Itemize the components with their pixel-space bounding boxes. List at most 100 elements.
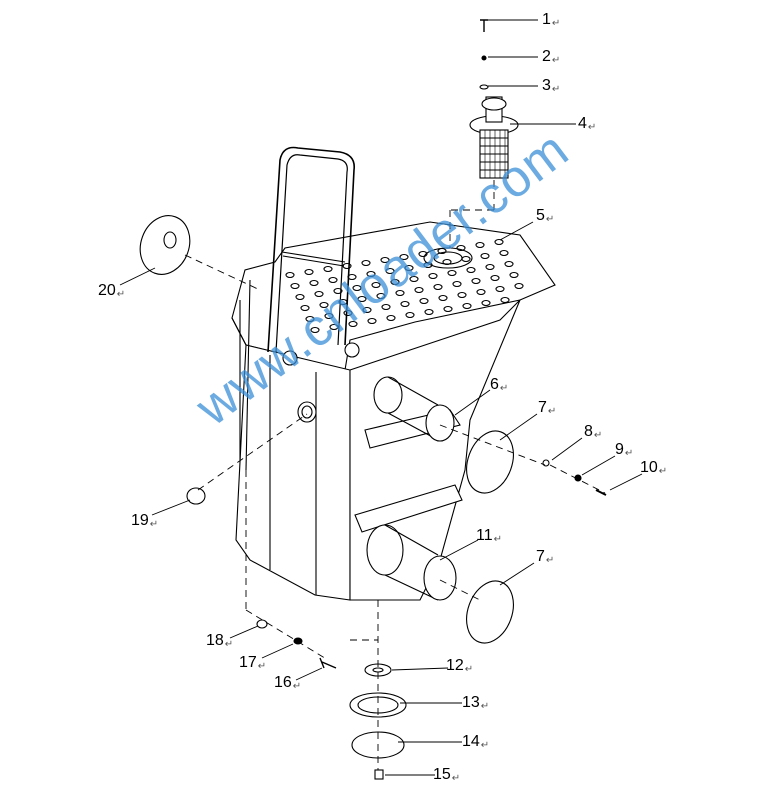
plate-hole	[381, 303, 391, 311]
plate-hole	[437, 247, 447, 255]
plate-hole	[367, 317, 377, 325]
return-mark-icon: ↵	[464, 664, 474, 675]
plate-hole	[390, 278, 400, 286]
plate-hole	[495, 285, 505, 293]
plate-hole	[290, 282, 300, 290]
callout-label: 17↵	[239, 655, 266, 675]
return-mark-icon: ↵	[551, 55, 561, 66]
plate-hole	[471, 277, 481, 285]
plate-hole	[323, 265, 333, 273]
plate-hole	[466, 266, 476, 274]
plate-hole	[405, 311, 415, 319]
callout-label: 3↵	[542, 78, 560, 98]
callout-label: 7↵	[536, 549, 554, 569]
callout-number: 12	[446, 657, 464, 674]
callout-number: 9	[615, 441, 624, 458]
callout-label: 18↵	[206, 633, 233, 653]
callout-number: 10	[640, 459, 658, 476]
plate-hole	[333, 287, 343, 295]
plate-hole	[399, 253, 409, 261]
plate-hole	[295, 293, 305, 301]
return-mark-icon: ↵	[547, 406, 557, 417]
return-mark-icon: ↵	[658, 466, 668, 477]
return-mark-icon: ↵	[624, 448, 634, 459]
callout-number: 8	[584, 423, 593, 440]
plate-hole	[395, 289, 405, 297]
plate-hole	[404, 264, 414, 272]
plate-hole	[371, 281, 381, 289]
return-mark-icon: ↵	[149, 519, 159, 530]
plate-hole	[428, 272, 438, 280]
plate-hole	[380, 256, 390, 264]
callout-label: 16↵	[274, 675, 301, 695]
top-plate-holes	[285, 238, 524, 334]
plate-hole	[329, 323, 339, 331]
plate-hole	[442, 258, 452, 266]
plate-hole	[423, 261, 433, 269]
return-mark-icon: ↵	[480, 701, 490, 712]
plate-hole	[461, 255, 471, 263]
plate-hole	[357, 295, 367, 303]
callout-number: 16	[274, 674, 292, 691]
callout-label: 9↵	[615, 442, 633, 462]
plate-hole	[462, 302, 472, 310]
plate-hole	[409, 275, 419, 283]
plate-hole	[361, 259, 371, 267]
plate-hole	[386, 314, 396, 322]
return-mark-icon: ↵	[451, 773, 461, 784]
plate-hole	[348, 320, 358, 328]
callout-number: 7	[538, 399, 547, 416]
plate-hole	[476, 288, 486, 296]
return-mark-icon: ↵	[257, 661, 267, 672]
plate-hole	[385, 267, 395, 275]
callout-number: 17	[239, 654, 257, 671]
plate-hole	[447, 269, 457, 277]
callout-number: 1	[542, 11, 551, 28]
callout-label: 11↵	[476, 528, 502, 548]
plate-hole	[414, 286, 424, 294]
callout-label: 10↵	[640, 460, 667, 480]
callout-number: 7	[536, 548, 545, 565]
filter-part	[469, 19, 519, 179]
callout-label: 7↵	[538, 400, 556, 420]
plate-hole	[456, 244, 466, 252]
plate-hole	[376, 292, 386, 300]
plate-hole	[500, 296, 510, 304]
plate-hole	[305, 315, 315, 323]
return-mark-icon: ↵	[545, 555, 555, 566]
return-mark-icon: ↵	[545, 214, 555, 225]
return-mark-icon: ↵	[480, 740, 490, 751]
plate-hole	[324, 312, 334, 320]
callout-number: 19	[131, 512, 149, 529]
return-mark-icon: ↵	[224, 639, 234, 650]
callout-label: 19↵	[131, 513, 158, 533]
plate-hole	[499, 249, 509, 257]
callout-number: 13	[462, 694, 480, 711]
callout-label: 5↵	[536, 208, 554, 228]
plate-hole	[490, 274, 500, 282]
return-mark-icon: ↵	[587, 122, 597, 133]
plate-hole	[400, 300, 410, 308]
callout-number: 15	[433, 766, 451, 783]
callout-label: 15↵	[433, 767, 460, 787]
plate-hole	[300, 304, 310, 312]
callout-number: 11	[476, 527, 493, 544]
plate-hole	[309, 279, 319, 287]
callout-label: 13↵	[462, 695, 489, 715]
return-mark-icon: ↵	[551, 18, 561, 29]
plate-hole	[433, 283, 443, 291]
tank-body	[231, 146, 556, 601]
callout-number: 14	[462, 733, 480, 750]
plate-hole	[310, 326, 320, 334]
plate-hole	[509, 271, 519, 279]
plate-hole	[457, 291, 467, 299]
plate-hole	[485, 263, 495, 271]
callout-label: 12↵	[446, 658, 473, 678]
return-mark-icon: ↵	[499, 383, 509, 394]
plate-hole	[319, 301, 329, 309]
callout-label: 6↵	[490, 377, 508, 397]
plate-hole	[504, 260, 514, 268]
callout-label: 2↵	[542, 49, 560, 69]
callout-number: 4	[578, 115, 587, 132]
